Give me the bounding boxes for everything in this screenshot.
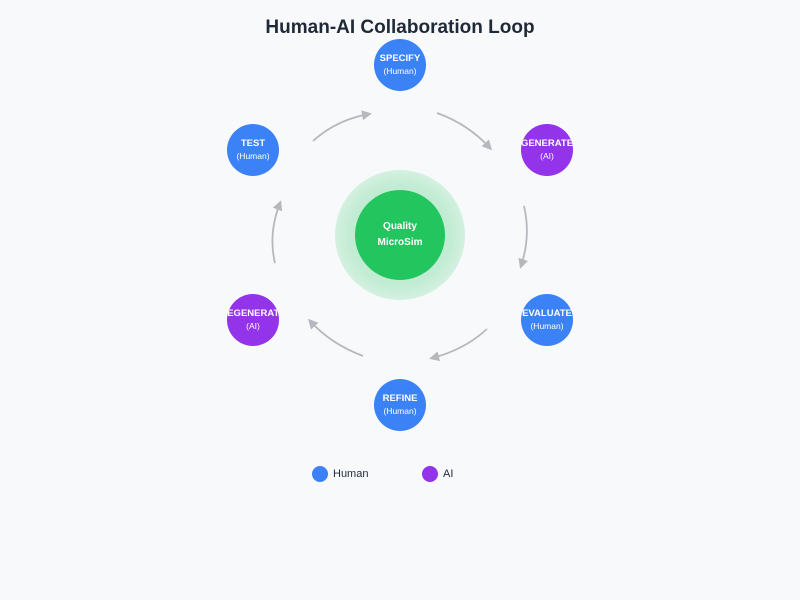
- step-role: (AI): [246, 320, 260, 331]
- legend-swatch-human: [312, 466, 328, 482]
- step-label: SPECIFY: [379, 52, 421, 64]
- step-role: (Human): [236, 150, 270, 161]
- step-role: (AI): [540, 150, 554, 161]
- legend-item-ai: AI: [422, 466, 453, 482]
- center-hub: Quality MicroSim: [355, 190, 445, 280]
- arrow-regenerate-to-test: [271, 200, 283, 264]
- step-label: EVALUATE: [522, 307, 572, 319]
- step-role: (Human): [383, 65, 417, 76]
- arrow-refine-to-regenerate: [307, 318, 364, 357]
- legend-swatch-ai: [422, 466, 438, 482]
- legend-label: Human: [333, 468, 369, 480]
- step-label: REFINE: [382, 392, 418, 404]
- step-label: GENERATE: [521, 137, 573, 149]
- arrow-generate-to-evaluate: [518, 205, 528, 269]
- diagram-title: Human-AI Collaboration Loop: [265, 17, 535, 38]
- legend-item-human: Human: [312, 466, 368, 482]
- arrow-evaluate-to-refine: [429, 328, 488, 362]
- arrow-test-to-specify: [312, 110, 372, 142]
- center-label-line1: Quality: [383, 221, 417, 232]
- arrow-specify-to-generate: [436, 112, 493, 151]
- step-node-evaluate: EVALUATE (Human): [521, 294, 573, 346]
- center-label-line2: MicroSim: [377, 237, 423, 248]
- legend-label: AI: [443, 468, 454, 480]
- step-node-test: TEST (Human): [227, 124, 279, 176]
- step-node-refine: REFINE (Human): [374, 379, 426, 431]
- step-role: (Human): [383, 405, 417, 416]
- step-node-regenerate: REGENERATE (AI): [227, 294, 279, 346]
- step-node-generate: GENERATE (AI): [521, 124, 573, 176]
- step-label: TEST: [240, 137, 266, 149]
- step-label: REGENERATE: [227, 307, 279, 319]
- step-role: (Human): [530, 320, 564, 331]
- step-node-specify: SPECIFY (Human): [374, 39, 426, 91]
